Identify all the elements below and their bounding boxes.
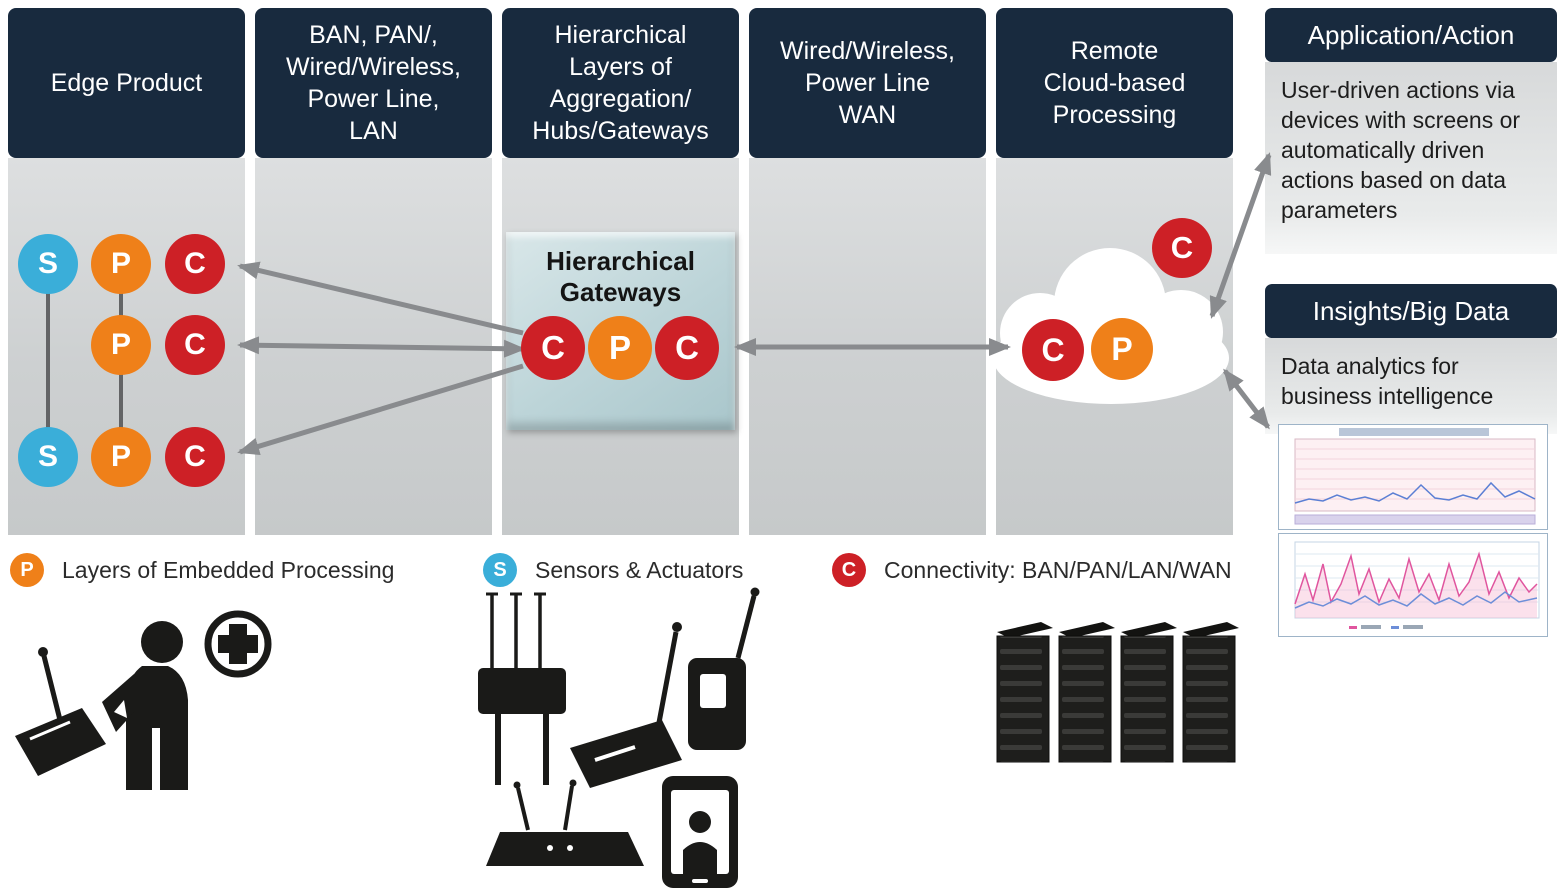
legend-processing-icon: P (10, 553, 44, 587)
edge-node-processing-row2: P (91, 315, 151, 375)
column-header-edge-product: Edge Product (8, 8, 245, 158)
cloud-floating-connectivity-node: C (1152, 218, 1212, 278)
application-action-header: Application/Action (1265, 8, 1557, 62)
application-action-body: User-driven actions via devices with scr… (1265, 62, 1557, 254)
insights-big-data-header: Insights/Big Data (1265, 284, 1557, 338)
column-header-ban-pan-lan: BAN, PAN/, Wired/Wireless, Power Line, L… (255, 8, 492, 158)
insights-big-data-body: Data analytics for business intelligence (1265, 338, 1557, 434)
column-body-ban-pan-lan (255, 158, 492, 535)
legend-connectivity-icon: C (832, 553, 866, 587)
edge-node-sensor-row1: S (18, 234, 78, 294)
medical-cross-icon (204, 610, 272, 678)
column-header-wan: Wired/Wireless, Power Line WAN (749, 8, 986, 158)
smartphone-icon (662, 776, 738, 888)
gateway-node-connectivity-right: C (655, 316, 719, 380)
edge-node-sensor-row3: S (18, 427, 78, 487)
edge-node-connectivity-row3: C (165, 427, 225, 487)
analytics-chart-bottom-icon (1294, 541, 1540, 629)
wifi-router-icon (486, 779, 644, 866)
caregiver-person-icon (102, 621, 188, 790)
column-body-wan (749, 158, 986, 535)
edge-node-connectivity-row2: C (165, 315, 225, 375)
analytics-chart-top (1278, 424, 1548, 530)
column-header-remote-cloud: Remote Cloud-based Processing (996, 8, 1233, 158)
legend-sensors-icon: S (483, 553, 517, 587)
legend-item-connectivity: C Connectivity: BAN/PAN/LAN/WAN (832, 553, 1232, 587)
server-rack-icon (996, 622, 1239, 763)
edge-node-processing-row1: P (91, 234, 151, 294)
legend-sensors-label: Sensors & Actuators (535, 556, 744, 583)
gateway-devices-icon (478, 587, 760, 888)
wall-gateway-icon (688, 587, 760, 750)
router-icon (570, 622, 682, 788)
legend-connectivity-label: Connectivity: BAN/PAN/LAN/WAN (884, 556, 1232, 583)
edge-node-processing-row3: P (91, 427, 151, 487)
gateway-node-processing: P (588, 316, 652, 380)
edge-product-examples-icon (15, 610, 272, 790)
legend-item-processing: P Layers of Embedded Processing (10, 553, 394, 587)
column-header-aggregation: Hierarchical Layers of Aggregation/ Hubs… (502, 8, 739, 158)
hierarchical-gateways-title: Hierarchical Gateways (546, 246, 695, 308)
analytics-chart-top-icon (1294, 428, 1536, 525)
legend-item-sensors: S Sensors & Actuators (483, 553, 743, 587)
analytics-chart-bottom (1278, 533, 1548, 637)
edge-node-connectivity-row1: C (165, 234, 225, 294)
cloud-node-connectivity: C (1022, 319, 1084, 381)
cloud-node-processing: P (1091, 318, 1153, 380)
gateway-node-connectivity-left: C (521, 316, 585, 380)
sensor-device-icon (15, 647, 106, 776)
antenna-gateway-icon (478, 592, 566, 785)
legend-processing-label: Layers of Embedded Processing (62, 556, 395, 583)
